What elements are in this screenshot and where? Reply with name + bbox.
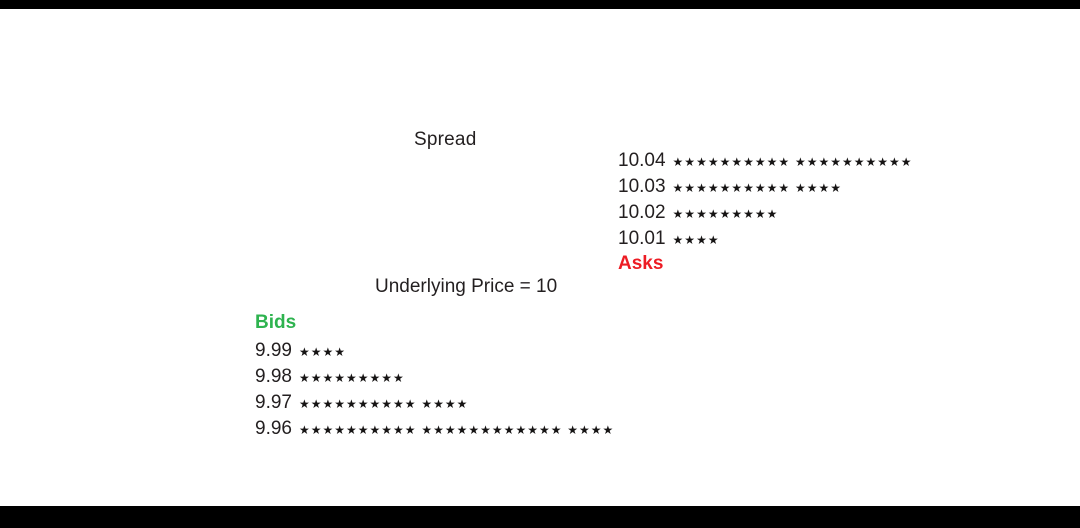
bid-price: 9.96 bbox=[255, 418, 292, 439]
bid-row: 9.98 ★★★★★★★★★ bbox=[255, 364, 614, 390]
bid-size-stars: ★★★★ bbox=[298, 345, 347, 359]
underlying-price-label: Underlying Price = 10 bbox=[375, 276, 558, 297]
bid-size-stars: ★★★★★★★★★★ ★★★★ bbox=[298, 397, 469, 411]
ask-size-stars: ★★★★ bbox=[672, 233, 720, 247]
ask-price: 10.01 bbox=[618, 228, 666, 249]
bid-price: 9.99 bbox=[255, 340, 292, 361]
ask-price: 10.03 bbox=[618, 176, 666, 197]
ask-row: 10.01 ★★★★ bbox=[618, 226, 913, 252]
bid-price: 9.97 bbox=[255, 392, 292, 413]
bid-price: 9.98 bbox=[255, 366, 292, 387]
bids-label: Bids bbox=[255, 312, 297, 333]
ask-size-stars: ★★★★★★★★★ bbox=[672, 207, 779, 221]
bid-size-stars: ★★★★★★★★★ bbox=[298, 371, 405, 385]
top-letterbox-bar bbox=[0, 0, 1080, 9]
bid-row: 9.96 ★★★★★★★★★★ ★★★★★★★★★★★★ ★★★★ bbox=[255, 416, 614, 442]
asks-label: Asks bbox=[618, 253, 664, 274]
bids-ladder: 9.99 ★★★★ 9.98 ★★★★★★★★★ 9.97 ★★★★★★★★★★… bbox=[255, 338, 614, 442]
ask-price: 10.04 bbox=[618, 150, 666, 171]
ask-row: 10.03 ★★★★★★★★★★ ★★★★ bbox=[618, 174, 913, 200]
ask-size-stars: ★★★★★★★★★★ ★★★★ bbox=[672, 181, 842, 195]
bid-size-stars: ★★★★★★★★★★ ★★★★★★★★★★★★ ★★★★ bbox=[298, 423, 615, 437]
ask-price: 10.02 bbox=[618, 202, 666, 223]
bid-row: 9.97 ★★★★★★★★★★ ★★★★ bbox=[255, 390, 614, 416]
ask-row: 10.02 ★★★★★★★★★ bbox=[618, 200, 913, 226]
ask-row: 10.04 ★★★★★★★★★★ ★★★★★★★★★★ bbox=[618, 148, 913, 174]
bid-row: 9.99 ★★★★ bbox=[255, 338, 614, 364]
spread-title: Spread bbox=[414, 129, 477, 150]
asks-ladder: 10.04 ★★★★★★★★★★ ★★★★★★★★★★ 10.03 ★★★★★★… bbox=[618, 148, 913, 252]
ask-size-stars: ★★★★★★★★★★ ★★★★★★★★★★ bbox=[672, 155, 913, 169]
bottom-letterbox-bar bbox=[0, 506, 1080, 528]
